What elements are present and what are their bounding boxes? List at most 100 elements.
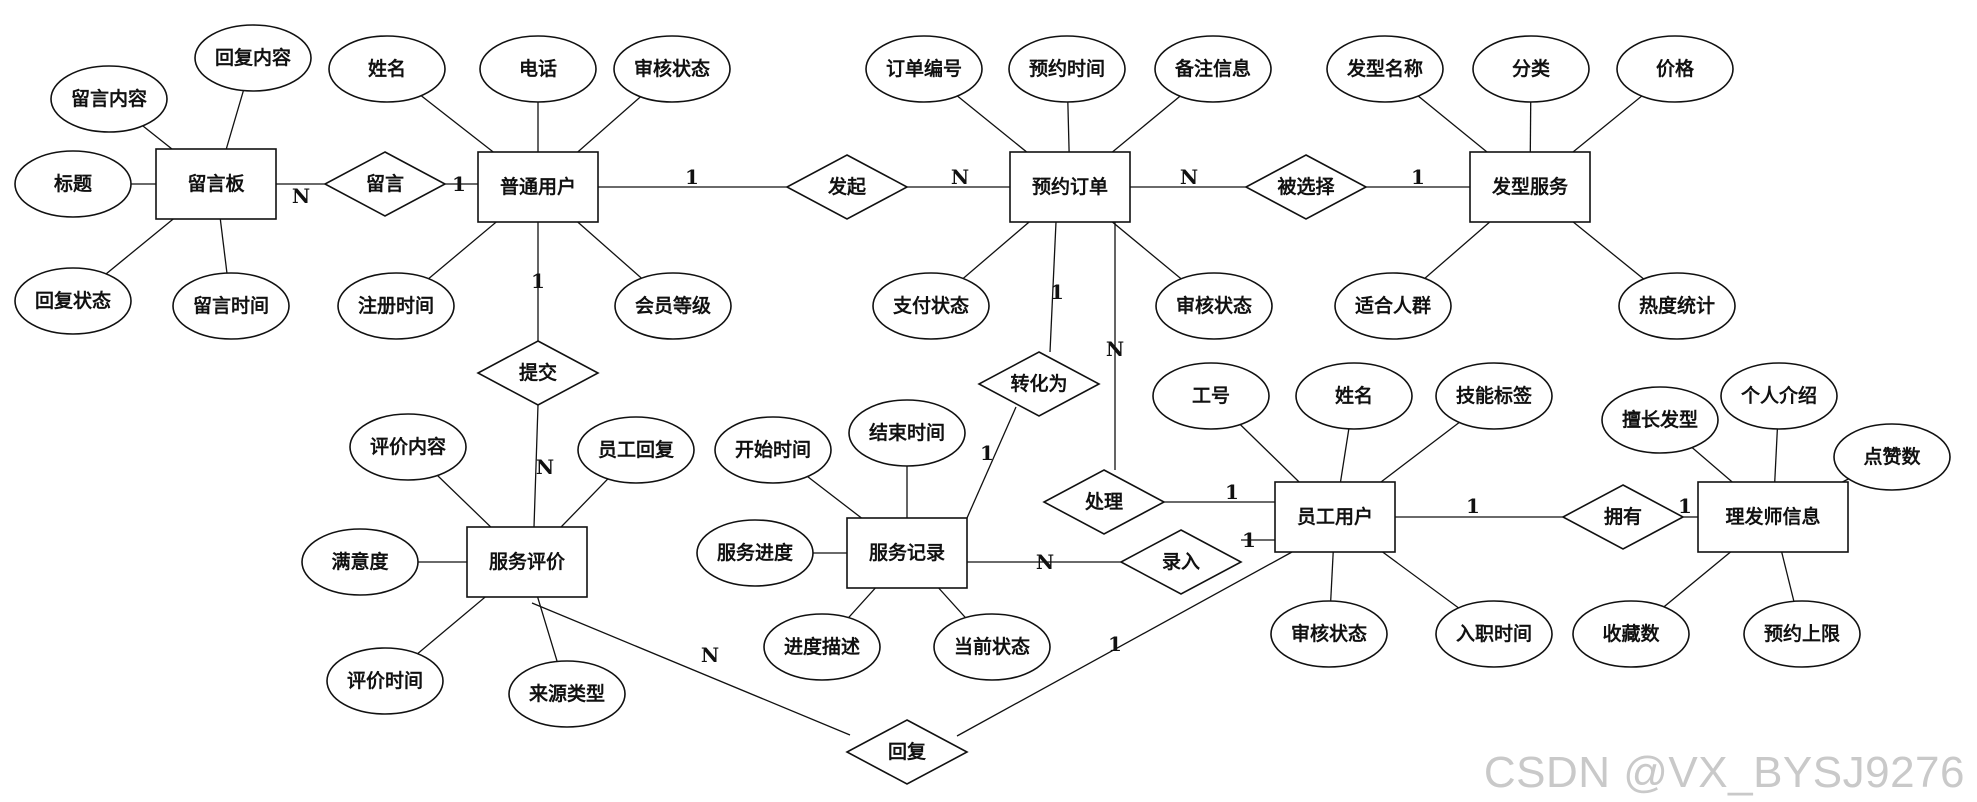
attribute-label: 点赞数 (1863, 445, 1921, 468)
relationship-label: 转化为 (1010, 372, 1067, 395)
attribute-ellipse (1295, 362, 1413, 430)
entity-box (846, 517, 968, 589)
attribute-ellipse (14, 267, 132, 335)
attribute-ellipse (872, 272, 990, 340)
attribute-label: 姓名 (1335, 384, 1373, 407)
attribute-label: 备注信息 (1174, 57, 1251, 80)
relationship-connector (966, 406, 1017, 519)
attribute-ellipse (613, 35, 731, 103)
attribute-label: 评价内容 (370, 435, 446, 458)
attribute-label: 支付状态 (892, 294, 969, 317)
entity-label: 留言板 (187, 172, 245, 195)
cardinality-label: 1 (1466, 494, 1480, 518)
cardinality-label: N (951, 165, 969, 189)
cardinality-label: N (536, 455, 554, 479)
attribute-ellipse (1572, 600, 1690, 668)
attribute-ellipse (508, 660, 626, 728)
entity-label: 服务记录 (869, 541, 945, 564)
relationship-label: 发起 (827, 175, 867, 198)
attribute-label: 回复内容 (215, 46, 291, 69)
attribute-label: 收藏数 (1602, 622, 1660, 645)
attribute-ellipse (577, 416, 695, 484)
attribute-ellipse (301, 528, 419, 596)
attribute-label: 个人介绍 (1740, 384, 1817, 407)
relationship-diamond (476, 340, 600, 406)
attribute-ellipse (1833, 423, 1951, 491)
cardinality-label: 1 (1050, 280, 1064, 304)
attribute-ellipse (1616, 35, 1734, 103)
attribute-ellipse (479, 35, 597, 103)
cardinality-label: 1 (1225, 480, 1239, 504)
relationship-diamond (1561, 484, 1685, 550)
attribute-label: 发型名称 (1346, 57, 1423, 80)
attribute-label: 姓名 (368, 57, 406, 80)
cardinality-label: N (701, 643, 719, 667)
relationship-label: 提交 (519, 361, 557, 384)
cardinality-label: N (1036, 550, 1054, 574)
cardinality-label: 1 (1242, 528, 1256, 552)
entity-box (1469, 151, 1591, 223)
attribute-ellipse (14, 150, 132, 218)
cardinality-label: 1 (685, 165, 699, 189)
relationship-label: 回复 (888, 740, 927, 763)
attribute-ellipse (349, 413, 467, 481)
attribute-ellipse (933, 613, 1051, 681)
cardinality-label: N (292, 184, 310, 208)
attribute-ellipse (1154, 35, 1272, 103)
entity-box (155, 148, 277, 220)
cardinality-label: 1 (1678, 494, 1692, 518)
attribute-ellipse (1601, 386, 1719, 454)
relationship-diamond (785, 154, 909, 220)
attribute-label: 留言时间 (193, 294, 269, 317)
attribute-ellipse (337, 272, 455, 340)
entity-label: 服务评价 (489, 550, 566, 573)
attribute-label: 服务进度 (717, 541, 794, 564)
relationship-label: 拥有 (1604, 505, 1642, 528)
attribute-ellipse (1618, 272, 1736, 340)
attribute-label: 订单编号 (886, 57, 962, 80)
relationship-connector (533, 404, 539, 528)
attribute-label: 结束时间 (869, 421, 945, 444)
attribute-ellipse (714, 416, 832, 484)
attribute-ellipse (1152, 362, 1270, 430)
attribute-ellipse (1326, 35, 1444, 103)
relationship-label: 处理 (1084, 490, 1123, 513)
entity-box (477, 151, 599, 223)
relationship-diamond (323, 151, 447, 217)
attribute-ellipse (865, 35, 983, 103)
relationship-diamond (845, 719, 969, 785)
attribute-ellipse (614, 272, 732, 340)
attribute-label: 留言内容 (71, 87, 147, 110)
watermark: CSDN @VX_BYSJ9276 (1483, 748, 1965, 797)
attribute-label: 注册时间 (358, 294, 434, 317)
relationship-connector (531, 602, 851, 736)
attribute-label: 进度描述 (784, 635, 860, 658)
attribute-label: 审核状态 (1176, 294, 1252, 317)
attribute-label: 工号 (1192, 385, 1230, 407)
relationship-connector (956, 551, 1293, 737)
cardinality-label: 1 (452, 172, 466, 196)
attribute-label: 审核状态 (634, 57, 710, 80)
attribute-ellipse (1270, 600, 1388, 668)
entity-label: 理发师信息 (1725, 505, 1820, 528)
relationship-label: 留言 (366, 172, 404, 195)
attribute-label: 标题 (54, 173, 92, 195)
attribute-label: 电话 (519, 57, 557, 80)
attribute-ellipse (194, 24, 312, 92)
attribute-label: 预约时间 (1029, 57, 1105, 80)
attribute-ellipse (696, 519, 814, 587)
attribute-ellipse (1334, 272, 1452, 340)
attribute-ellipse (1155, 272, 1273, 340)
attribute-ellipse (328, 35, 446, 103)
attribute-label: 价格 (1656, 57, 1695, 80)
relationship-diamond (1119, 529, 1243, 595)
cardinality-label: 1 (1108, 632, 1122, 656)
entity-label: 普通用户 (500, 175, 576, 198)
entity-box (1697, 481, 1849, 553)
attribute-label: 当前状态 (954, 635, 1030, 658)
attribute-label: 分类 (1512, 57, 1550, 80)
entity-box (1274, 481, 1396, 553)
cardinality-label: N (1180, 165, 1198, 189)
